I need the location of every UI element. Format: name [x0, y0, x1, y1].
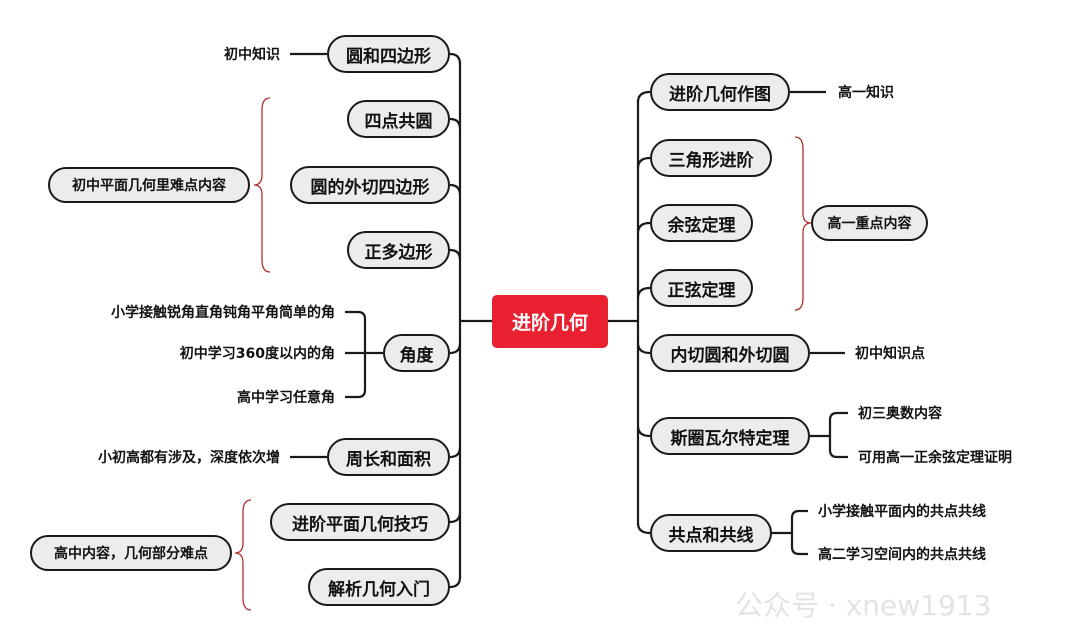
note-middle-school-point: 初中知识点 [855, 346, 925, 362]
branch-concurrency-collinearity[interactable]: 共点和共线 [650, 514, 772, 552]
note-high-school-hard[interactable]: 高中内容，几何部分难点 [30, 535, 232, 571]
branch-advanced-construction[interactable]: 进阶几何作图 [650, 73, 790, 111]
note-middle-school-hard[interactable]: 初中平面几何里难点内容 [48, 167, 250, 203]
note-grade10-knowledge: 高一知识 [838, 85, 894, 101]
branch-advanced-plane-geometry[interactable]: 进阶平面几何技巧 [270, 503, 450, 541]
branch-incircle-circumcircle[interactable]: 内切圆和外切圆 [650, 334, 810, 372]
branch-perimeter-area[interactable]: 周长和面积 [327, 438, 450, 476]
central-topic[interactable]: 进阶几何 [492, 295, 608, 348]
note-perimeter: 小初高都有涉及，深度依次增 [98, 450, 280, 466]
note-angle-high: 高中学习任意角 [237, 390, 335, 406]
note-collinear-grade11: 高二学习空间内的共点共线 [818, 547, 986, 563]
branch-tangential-quadrilateral[interactable]: 圆的外切四边形 [290, 166, 450, 204]
note-angle-primary: 小学接触锐角直角钝角平角简单的角 [111, 305, 335, 321]
branch-law-of-sines[interactable]: 正弦定理 [650, 269, 753, 307]
note-stewart-proof: 可用高一正余弦定理证明 [858, 450, 1012, 466]
watermark: 公众号 · xnew1913 [735, 589, 992, 622]
branch-analytic-geometry[interactable]: 解析几何入门 [308, 568, 450, 606]
note-collinear-primary: 小学接触平面内的共点共线 [818, 504, 986, 520]
branch-angle[interactable]: 角度 [383, 334, 450, 372]
branch-advanced-triangle[interactable]: 三角形进阶 [650, 139, 772, 177]
branch-stewart-theorem[interactable]: 斯圈瓦尔特定理 [650, 417, 810, 455]
note-stewart-olympiad: 初三奥数内容 [858, 406, 942, 422]
branch-concyclic-points[interactable]: 四点共圆 [347, 100, 450, 138]
note-middle-school-knowledge: 初中知识 [224, 47, 280, 63]
branch-circle-quadrilateral[interactable]: 圆和四边形 [327, 35, 450, 73]
branch-regular-polygon[interactable]: 正多边形 [347, 231, 450, 269]
branch-law-of-cosines[interactable]: 余弦定理 [650, 204, 753, 242]
note-angle-middle: 初中学习360度以内的角 [179, 346, 335, 362]
note-grade10-key[interactable]: 高一重点内容 [811, 205, 928, 241]
